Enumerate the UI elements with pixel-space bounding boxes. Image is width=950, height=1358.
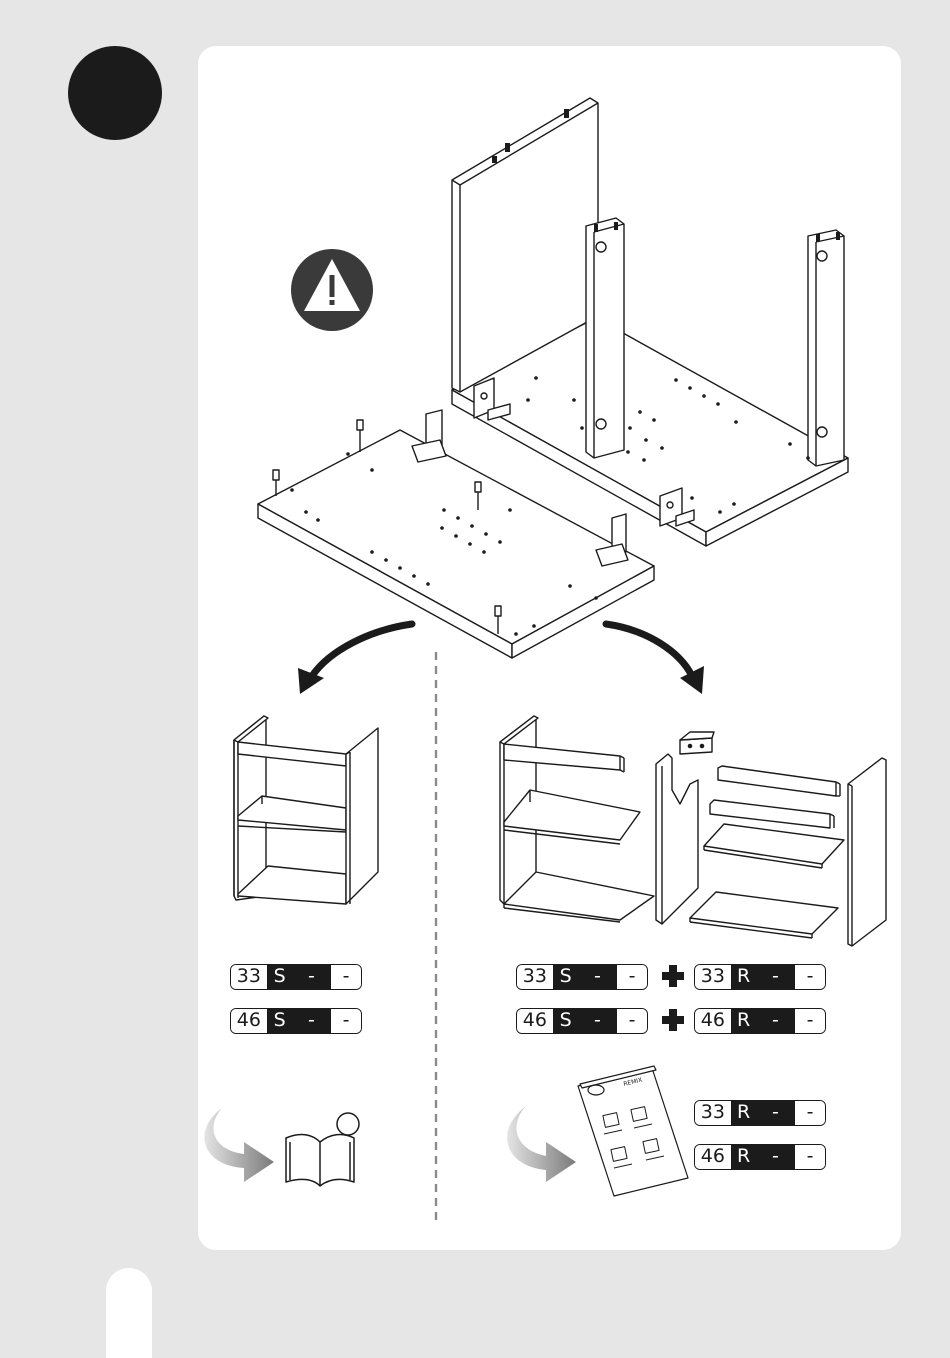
label-letter: R — [731, 1009, 757, 1033]
label-dash: - — [794, 1145, 825, 1169]
label-33-s-right: 33 S - - — [516, 964, 648, 990]
label-dash: - — [757, 1101, 795, 1125]
label-46-s-right: 46 S - - — [516, 1008, 648, 1034]
small-bracket — [680, 732, 714, 754]
label-number: 33 — [695, 965, 731, 989]
label-dash: - — [330, 1009, 361, 1033]
label-letter: S — [267, 965, 293, 989]
label-dash: - — [616, 1009, 647, 1033]
curved-arrow-left — [298, 624, 412, 694]
front-rail-right — [808, 230, 844, 466]
label-letter: R — [731, 1145, 757, 1169]
cabinet-frame — [452, 98, 848, 546]
label-dash: - — [757, 1145, 795, 1169]
label-dash: - — [579, 965, 617, 989]
label-number: 33 — [517, 965, 553, 989]
label-46-r-manual: 46 R - - — [694, 1144, 826, 1170]
label-dash: - — [293, 1009, 331, 1033]
plus-icon — [662, 965, 684, 987]
cabinet-r-illustration — [500, 716, 886, 946]
label-number: 46 — [695, 1145, 731, 1169]
label-dash: - — [757, 965, 795, 989]
curved-arrow-right — [606, 624, 704, 694]
label-33-r-right: 33 R - - — [694, 964, 826, 990]
label-letter: S — [553, 1009, 579, 1033]
label-letter: S — [267, 1009, 293, 1033]
label-number: 46 — [231, 1009, 267, 1033]
assembly-illustration: REMIX — [198, 46, 901, 1250]
label-number: 46 — [695, 1009, 731, 1033]
step-number-circle — [68, 46, 162, 140]
plus-icon — [662, 1009, 684, 1031]
curved-arrow-icon — [507, 1106, 576, 1182]
label-number: 46 — [517, 1009, 553, 1033]
front-rail-left — [586, 218, 624, 458]
label-dash: - — [794, 1009, 825, 1033]
label-dash: - — [330, 965, 361, 989]
warning-triangle-icon — [291, 249, 373, 331]
page-tab — [106, 1268, 152, 1358]
label-dash: - — [757, 1009, 795, 1033]
label-number: 33 — [231, 965, 267, 989]
label-dash: - — [616, 965, 647, 989]
label-33-s-left: 33 S - - — [230, 964, 362, 990]
label-dash: - — [579, 1009, 617, 1033]
label-46-s-left: 46 S - - — [230, 1008, 362, 1034]
label-letter: R — [731, 965, 757, 989]
label-46-r-right: 46 R - - — [694, 1008, 826, 1034]
label-dash: - — [794, 965, 825, 989]
open-book-icon — [286, 1113, 359, 1186]
label-letter: S — [553, 965, 579, 989]
label-number: 33 — [695, 1101, 731, 1125]
curved-arrow-icon — [204, 1108, 274, 1182]
label-letter: R — [731, 1101, 757, 1125]
cabinet-s-illustration — [234, 716, 378, 904]
label-33-r-manual: 33 R - - — [694, 1100, 826, 1126]
instruction-card: REMIX — [198, 46, 901, 1250]
label-dash: - — [794, 1101, 825, 1125]
label-dash: - — [293, 965, 331, 989]
